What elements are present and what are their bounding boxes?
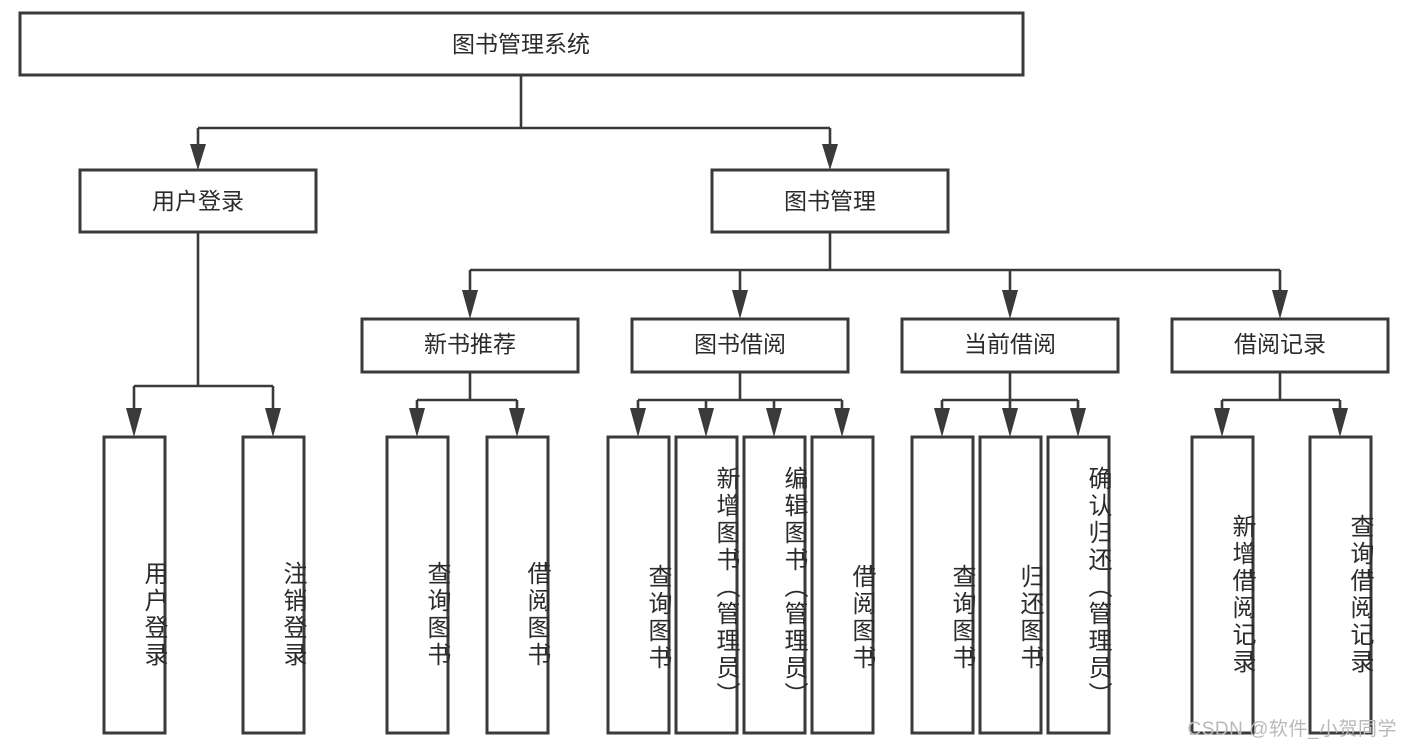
leaf-box-br-query-record[interactable] bbox=[1308, 435, 1373, 735]
node-current-borrow-box[interactable] bbox=[900, 317, 1120, 374]
node-new-book-recommend-box[interactable] bbox=[360, 317, 580, 374]
leaf-box-cb-query-book[interactable] bbox=[910, 435, 975, 735]
node-user-login[interactable]: 用户登录 bbox=[78, 168, 318, 234]
node-root-label: 图书管理系统 bbox=[452, 31, 590, 57]
node-book-manage[interactable]: 图书管理 bbox=[710, 168, 950, 234]
watermark-text: CSDN @软件_小贺同学 bbox=[1187, 719, 1397, 740]
arrow-head-nb-leaf2 bbox=[509, 408, 525, 437]
arrow-head-book-manage bbox=[822, 144, 838, 170]
leaf-boxes-user-login bbox=[102, 435, 306, 735]
node-borrow-record-label: 借阅记录 bbox=[1234, 331, 1326, 357]
leaf-box-cb-confirm-return[interactable] bbox=[1046, 435, 1111, 735]
node-book-borrow-label: 图书借阅 bbox=[694, 331, 786, 357]
arrow-head-nb-leaf1 bbox=[409, 408, 425, 437]
leaf-box-br-add-record[interactable] bbox=[1190, 435, 1255, 735]
arrow-head-leaf-user-login bbox=[126, 408, 142, 437]
connector-group-user-login-to-leaves bbox=[126, 232, 281, 437]
node-book-manage-label: 图书管理 bbox=[784, 188, 876, 214]
connector-group-book-borrow-to-leaves bbox=[630, 372, 850, 437]
arrow-head-br-leaf1 bbox=[1214, 408, 1230, 437]
node-borrow-record[interactable]: 借阅记录 bbox=[1170, 317, 1390, 374]
arrow-head-cb-leaf1 bbox=[934, 408, 950, 437]
arrow-head-user-login bbox=[190, 144, 206, 170]
node-book-borrow[interactable]: 图书借阅 bbox=[630, 317, 850, 374]
node-new-book-recommend[interactable]: 新书推荐 bbox=[360, 317, 580, 374]
node-new-book-recommend-label: 新书推荐 bbox=[424, 331, 516, 357]
leaf-box-bb-add-book[interactable] bbox=[674, 435, 739, 735]
node-book-manage-box[interactable] bbox=[710, 168, 950, 234]
leaf-boxes-new-book-recommend bbox=[385, 435, 550, 735]
node-borrow-record-box[interactable] bbox=[1170, 317, 1390, 374]
node-root[interactable]: 图书管理系统 bbox=[18, 11, 1025, 77]
connector-group-borrow-record-to-leaves bbox=[1214, 372, 1348, 437]
leaf-box-bb-query-book[interactable] bbox=[606, 435, 671, 735]
arrow-head-book-borrow bbox=[732, 290, 748, 319]
arrow-head-current-borrow bbox=[1002, 290, 1018, 319]
leaf-box-nb-query-book[interactable] bbox=[385, 435, 450, 735]
connector-group-current-borrow-to-leaves bbox=[934, 372, 1086, 437]
leaf-boxes-current-borrow bbox=[910, 435, 1111, 735]
leaf-box-cb-return-book[interactable] bbox=[978, 435, 1043, 735]
arrow-head-bb-leaf2 bbox=[698, 408, 714, 437]
node-user-login-label: 用户登录 bbox=[152, 188, 244, 214]
arrow-head-cb-leaf2 bbox=[1002, 408, 1018, 437]
leaf-box-logout[interactable] bbox=[241, 435, 306, 735]
arrow-head-bb-leaf4 bbox=[834, 408, 850, 437]
node-root-box[interactable] bbox=[18, 11, 1025, 77]
leaf-boxes-book-borrow bbox=[606, 435, 875, 735]
connector-group-book-manage-to-level2 bbox=[462, 232, 1288, 319]
arrow-head-bb-leaf1 bbox=[630, 408, 646, 437]
arrow-head-cb-leaf3 bbox=[1070, 408, 1086, 437]
arrow-head-bb-leaf3 bbox=[766, 408, 782, 437]
arrow-head-borrow-record bbox=[1272, 290, 1288, 319]
arrow-head-new-book-recommend bbox=[462, 290, 478, 319]
arrow-head-br-leaf2 bbox=[1332, 408, 1348, 437]
leaf-box-user-login[interactable] bbox=[102, 435, 167, 735]
arrow-head-leaf-logout bbox=[265, 408, 281, 437]
leaf-box-nb-borrow-book[interactable] bbox=[485, 435, 550, 735]
node-current-borrow-label: 当前借阅 bbox=[964, 331, 1056, 357]
leaf-boxes-borrow-record bbox=[1190, 435, 1373, 735]
connector-group-root-to-level1 bbox=[190, 76, 838, 170]
leaf-box-bb-borrow-book[interactable] bbox=[810, 435, 875, 735]
node-current-borrow[interactable]: 当前借阅 bbox=[900, 317, 1120, 374]
node-user-login-box[interactable] bbox=[78, 168, 318, 234]
node-book-borrow-box[interactable] bbox=[630, 317, 850, 374]
leaf-box-bb-edit-book[interactable] bbox=[742, 435, 807, 735]
connector-group-new-book-to-leaves bbox=[409, 372, 525, 437]
